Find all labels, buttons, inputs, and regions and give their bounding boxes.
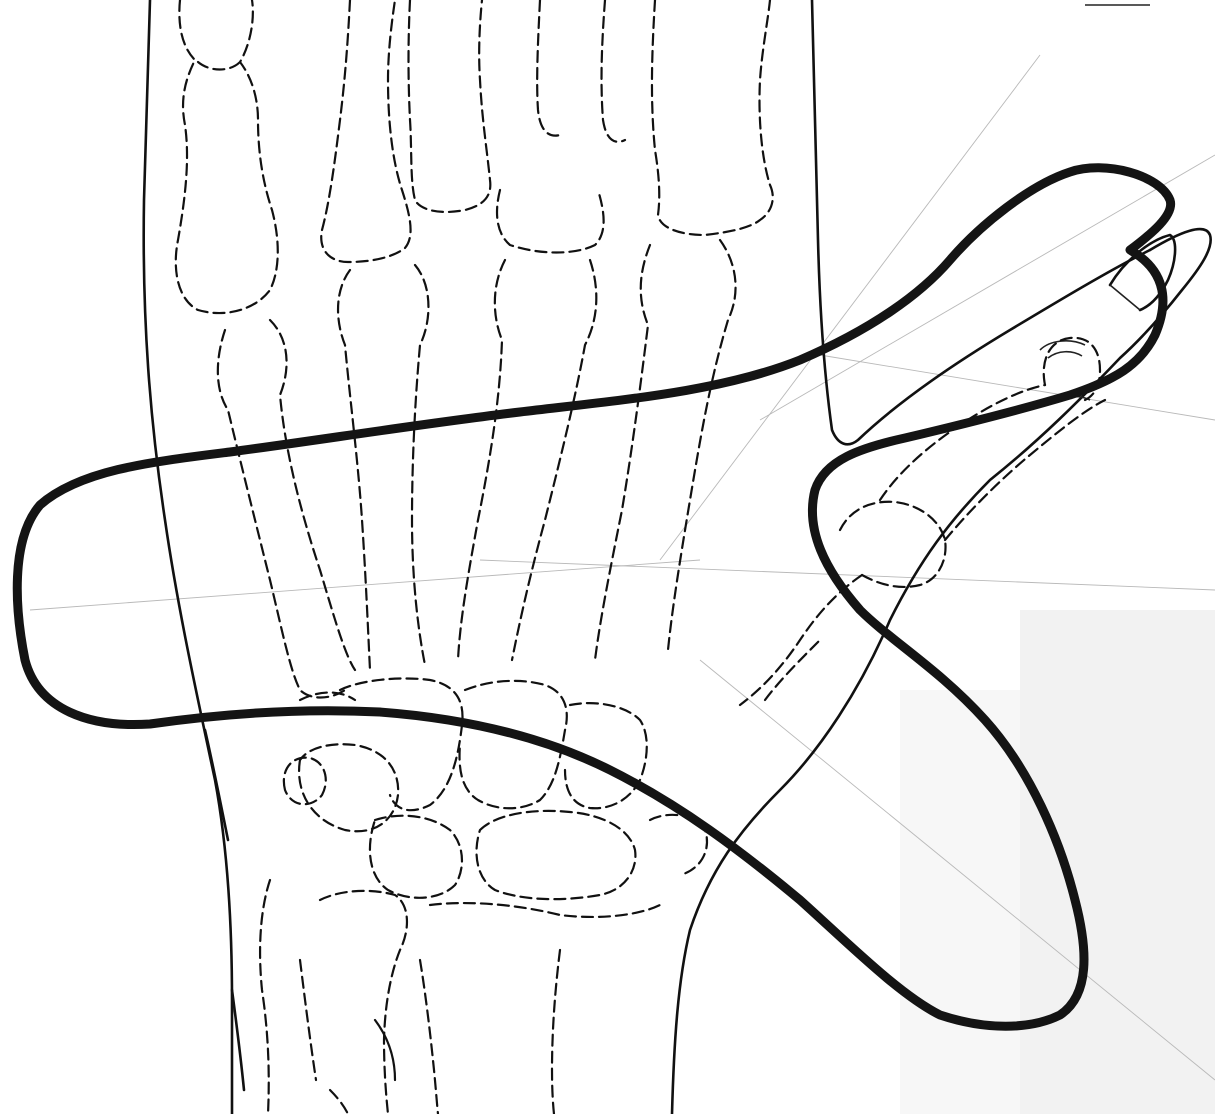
middle-metacarpal-head bbox=[497, 190, 604, 253]
ring-finger-phalanx bbox=[321, 0, 410, 262]
metacarpal-3 bbox=[458, 260, 505, 660]
scaphoid bbox=[476, 811, 635, 899]
capitate bbox=[340, 678, 463, 810]
wrist-crease-left bbox=[205, 730, 228, 840]
wrist-lower-left bbox=[232, 990, 244, 1090]
middle-finger-phalanx bbox=[409, 0, 491, 212]
metacarpal-2 bbox=[595, 245, 650, 660]
index-finger-phalanx bbox=[652, 0, 773, 235]
forearm-bones bbox=[260, 880, 660, 1114]
little-finger-phalanx bbox=[176, 0, 278, 313]
lunate bbox=[370, 816, 462, 898]
metacarpal-4 bbox=[338, 270, 370, 670]
metacarpal-5 bbox=[218, 330, 345, 698]
metacarpals bbox=[218, 240, 820, 700]
radius bbox=[430, 903, 660, 917]
finger-bones bbox=[176, 0, 773, 313]
ulna bbox=[260, 880, 270, 1114]
thumb-metacarpal bbox=[840, 502, 946, 587]
